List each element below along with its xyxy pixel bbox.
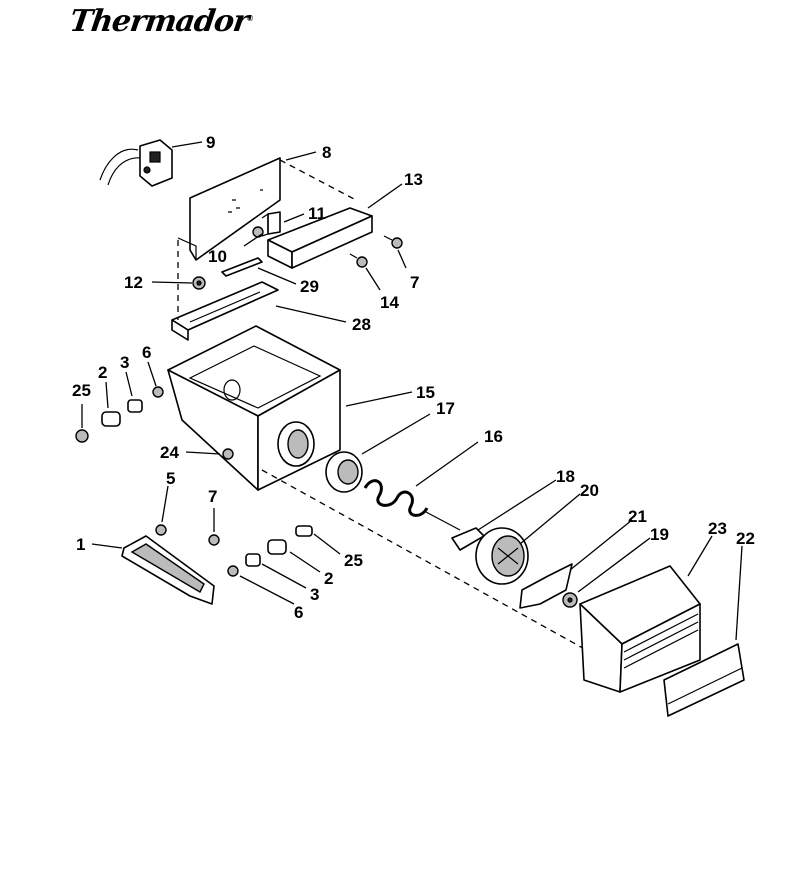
callout-3-right: 3	[310, 585, 319, 604]
brand-registered-mark: ®	[246, 14, 254, 23]
callout-2-left: 2	[98, 363, 107, 382]
part-8-mounting-plate	[177, 157, 281, 261]
part-24-screw	[222, 448, 234, 460]
callout-10: 10	[208, 247, 227, 266]
callout-5: 5	[166, 469, 175, 488]
part-7-screw-top	[383, 235, 403, 249]
part-6-washer-right	[227, 565, 239, 577]
assembly-axis-line-top	[279, 159, 357, 201]
part-20-crusher-wheel	[475, 527, 529, 585]
callout-23: 23	[708, 519, 727, 538]
part-2-bushing-left	[101, 411, 121, 427]
callout-2-right: 2	[324, 569, 333, 588]
part-17-bearing	[325, 451, 363, 493]
callout-12: 12	[124, 273, 143, 292]
assembly-axis-line	[261, 469, 609, 663]
part-25-screw-right	[295, 525, 313, 537]
part-15-auger-housing	[167, 325, 341, 491]
part-13-support-channel	[267, 207, 373, 269]
part-10-nut	[252, 226, 264, 238]
callout-13: 13	[404, 170, 423, 189]
callout-21: 21	[628, 507, 647, 526]
callout-16: 16	[484, 427, 503, 446]
callout-25-right: 25	[344, 551, 363, 570]
callout-18: 18	[556, 467, 575, 486]
callout-6-left: 6	[142, 343, 151, 362]
callout-22: 22	[736, 529, 755, 548]
part-7-screw-bottom	[208, 534, 220, 546]
part-5-screw	[155, 524, 167, 536]
part-28-rail	[171, 281, 279, 341]
part-2-bushing-right	[267, 539, 287, 555]
callout-17: 17	[436, 399, 455, 418]
callout-15: 15	[416, 383, 435, 402]
callout-9: 9	[206, 133, 215, 152]
part-16-auger-spring	[363, 479, 461, 531]
part-12-nut	[192, 276, 206, 290]
callout-7-bottom: 7	[208, 487, 217, 506]
part-1-front-bezel	[121, 535, 215, 605]
part-11-bracket	[261, 211, 281, 237]
callout-labels: 9 8 13 11 10 7 14 12 29 28 25 2 3 6 15 1…	[72, 133, 755, 622]
callout-28: 28	[352, 315, 371, 334]
part-14-screw	[349, 253, 368, 268]
part-22-cover-plate	[663, 643, 745, 717]
leader-lines	[81, 141, 743, 641]
callout-29: 29	[300, 277, 319, 296]
part-29-strip	[221, 257, 263, 277]
callout-7-top: 7	[410, 273, 419, 292]
callout-1: 1	[76, 535, 85, 554]
callout-20: 20	[580, 481, 599, 500]
callout-3-left: 3	[120, 353, 129, 372]
callout-8: 8	[322, 143, 331, 162]
part-19-nut	[562, 592, 578, 608]
callout-11: 11	[308, 204, 326, 223]
part-23-front-housing	[579, 565, 701, 693]
part-3-spacer-right	[245, 553, 261, 567]
part-25-screw-left	[75, 429, 89, 443]
callout-19: 19	[650, 525, 669, 544]
callout-14: 14	[380, 293, 399, 312]
part-3-spacer-left	[127, 399, 143, 413]
callout-6-right: 6	[294, 603, 303, 622]
callout-25-left: 25	[72, 381, 91, 400]
part-6-washer-left	[152, 386, 164, 398]
part-9-motor	[99, 139, 173, 187]
callout-24: 24	[160, 443, 179, 462]
part-21-bracket	[519, 563, 573, 609]
